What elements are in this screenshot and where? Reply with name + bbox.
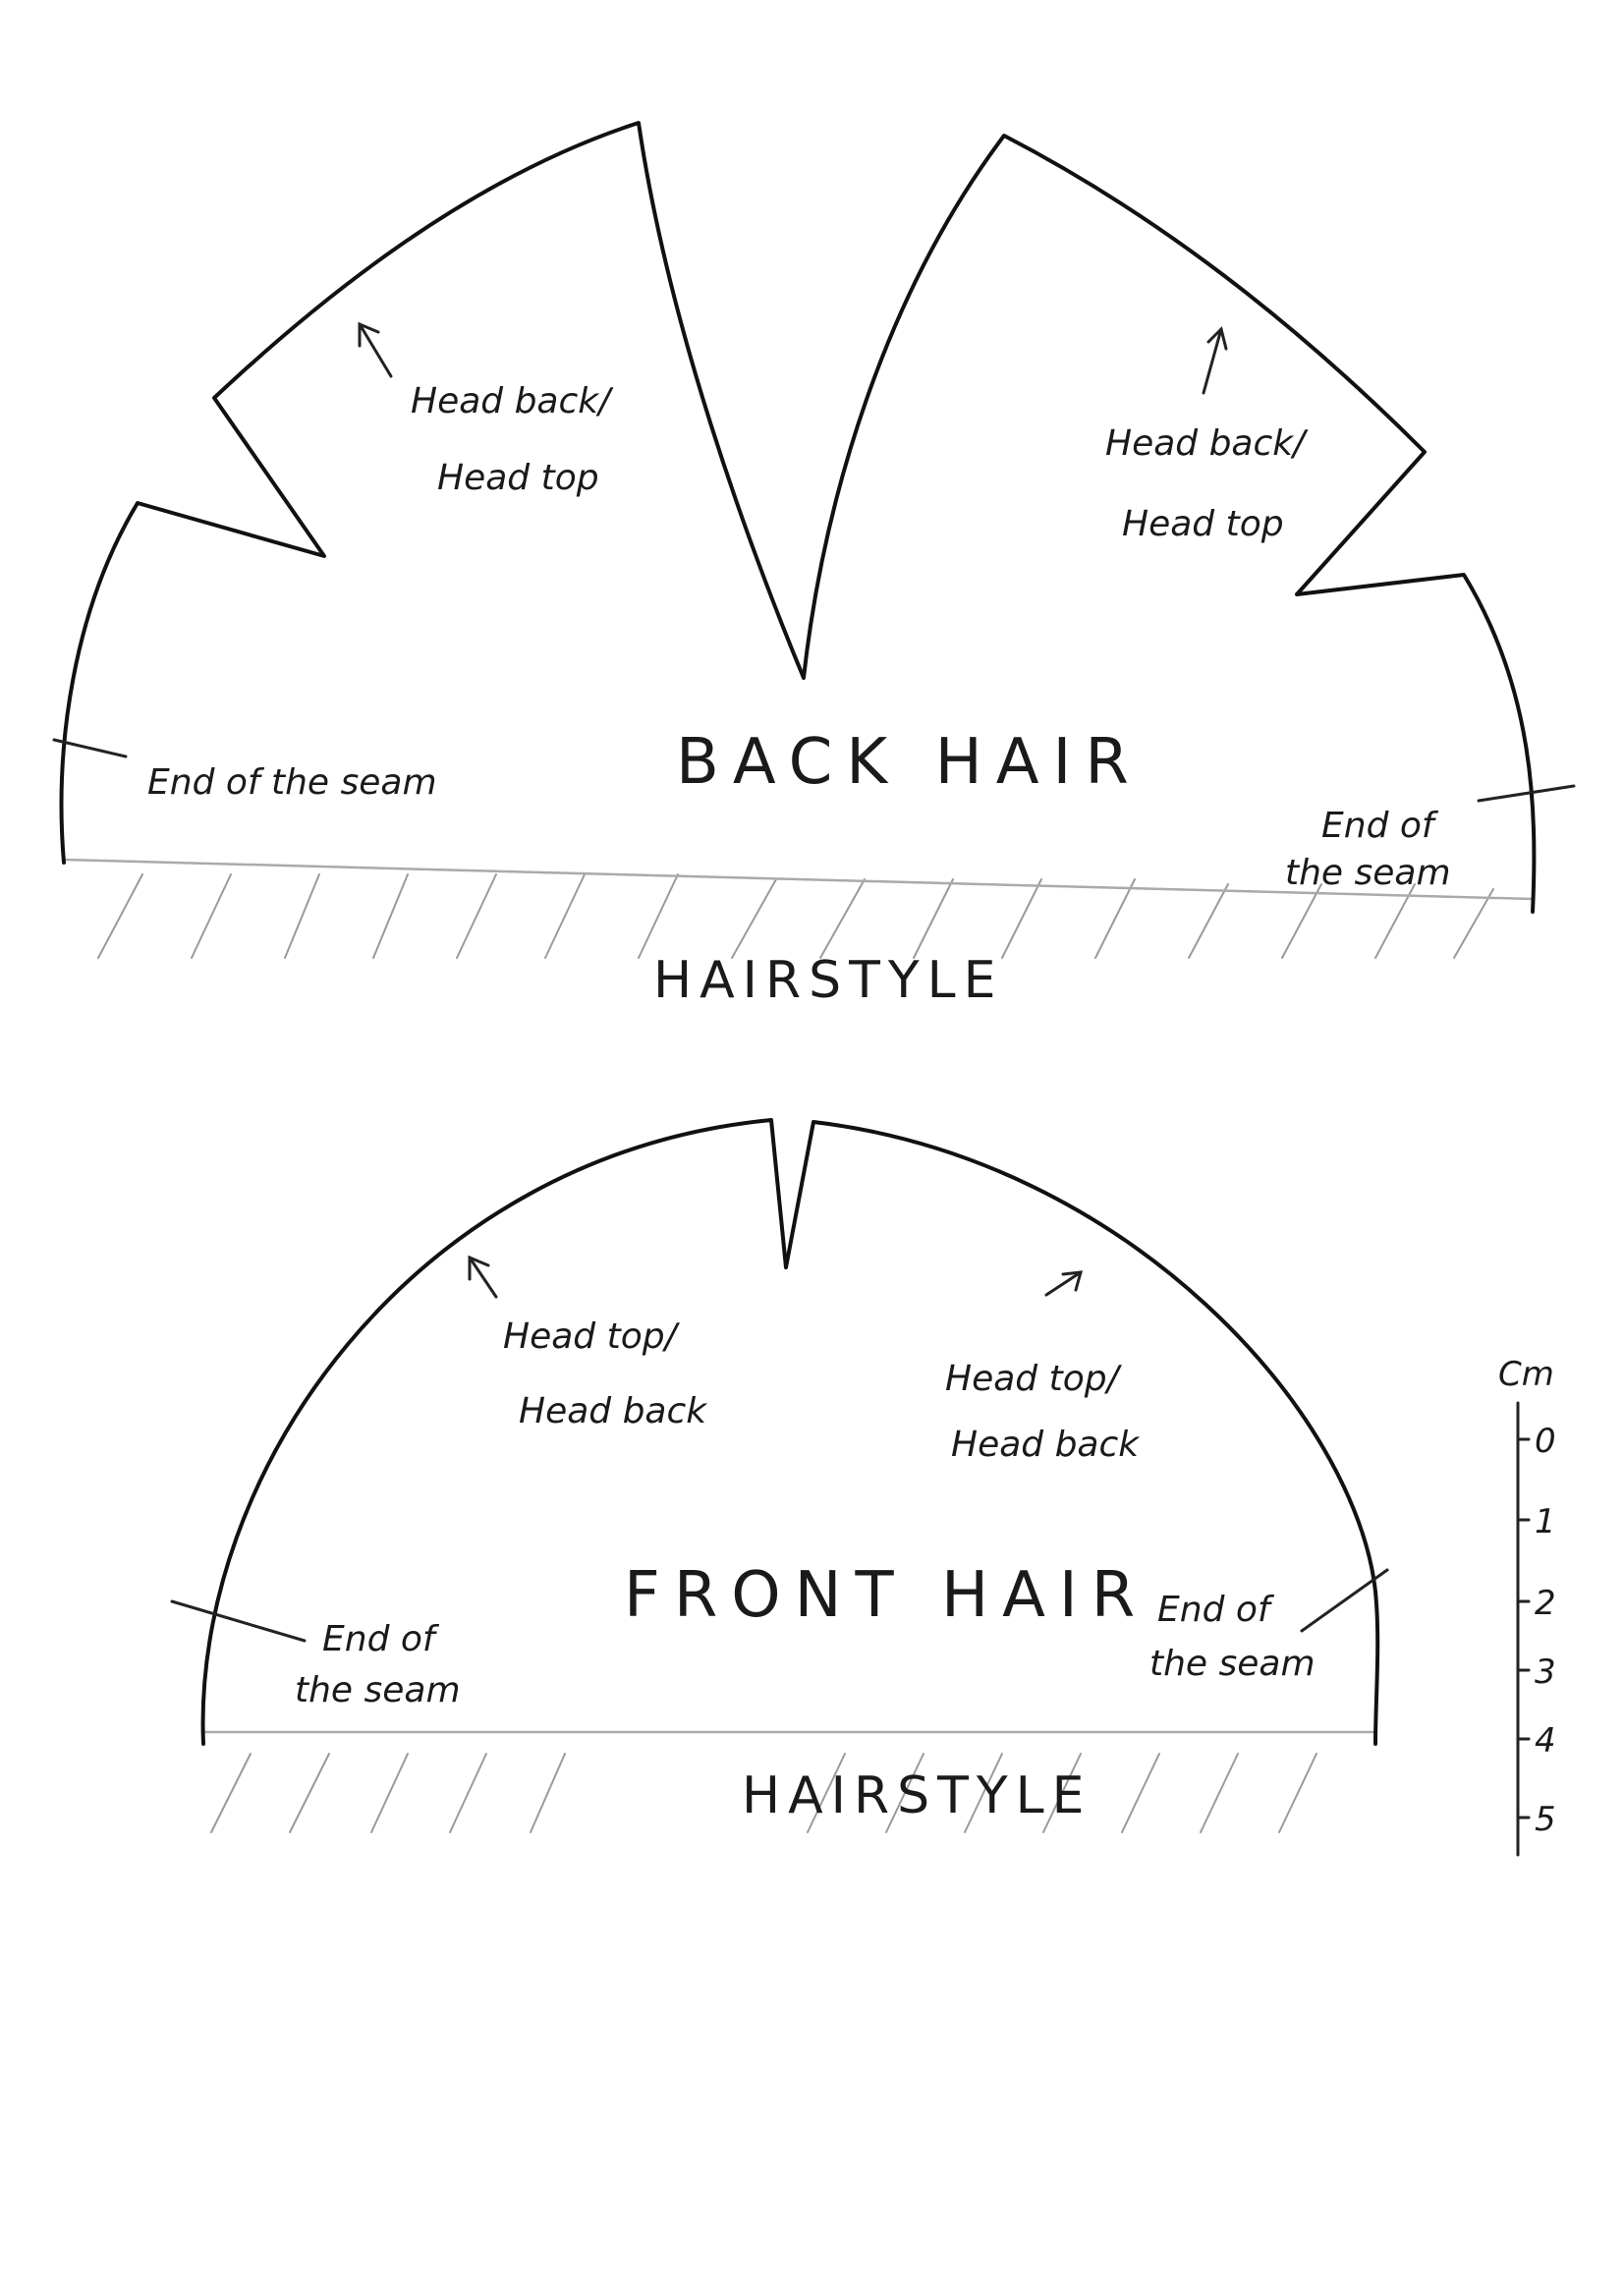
scale-unit: Cm bbox=[1498, 1355, 1554, 1394]
front-right-note-line1: Head top/ bbox=[945, 1359, 1123, 1399]
back-left-arrow-icon bbox=[358, 321, 393, 378]
front-left-arrow-icon bbox=[468, 1255, 498, 1299]
scale-tick-2: 2 bbox=[1535, 1584, 1556, 1623]
back-hairstyle-label: HAIRSTYLE bbox=[653, 951, 1004, 1010]
back-hair-outline bbox=[59, 121, 1537, 914]
front-left-note-line2: Head back bbox=[519, 1391, 708, 1431]
back-left-seam-label: End of the seam bbox=[147, 762, 437, 803]
front-hair-piece: Head top/ Head back Head top/ Head back … bbox=[170, 1118, 1389, 1833]
front-left-seam-line2: the seam bbox=[295, 1670, 461, 1710]
front-right-seam-line2: the seam bbox=[1149, 1644, 1316, 1684]
back-hair-hatching bbox=[97, 873, 1494, 959]
front-right-seam-line1: End of bbox=[1157, 1590, 1275, 1630]
back-right-note-line2: Head top bbox=[1122, 504, 1284, 544]
back-hair-piece: Head back/ Head top Head back/ Head top … bbox=[52, 121, 1576, 1010]
scale-ticks bbox=[1516, 1437, 1531, 1820]
scale-tick-0: 0 bbox=[1535, 1422, 1556, 1461]
back-left-note-line2: Head top bbox=[437, 458, 599, 498]
back-hair-title: BACK HAIR bbox=[676, 726, 1143, 799]
front-right-arrow-icon bbox=[1044, 1270, 1084, 1297]
cm-scale: Cm 0 1 2 3 4 5 bbox=[1498, 1355, 1556, 1857]
back-right-arrow-icon bbox=[1202, 326, 1228, 395]
back-right-note-line1: Head back/ bbox=[1105, 423, 1309, 464]
front-hairstyle-label: HAIRSTYLE bbox=[742, 1766, 1092, 1825]
front-hair-outline bbox=[200, 1118, 1380, 1746]
scale-tick-4: 4 bbox=[1535, 1721, 1556, 1761]
front-right-note-line2: Head back bbox=[951, 1425, 1141, 1465]
back-left-note-line1: Head back/ bbox=[411, 381, 614, 421]
scale-tick-1: 1 bbox=[1535, 1502, 1556, 1541]
scale-tick-3: 3 bbox=[1535, 1652, 1556, 1692]
front-right-seam-tick bbox=[1300, 1568, 1389, 1633]
back-left-seam-tick bbox=[52, 738, 128, 758]
back-right-seam-tick bbox=[1477, 784, 1576, 803]
front-left-seam-tick bbox=[170, 1599, 307, 1643]
back-hair-baseline bbox=[63, 858, 1534, 901]
front-hair-title: FRONT HAIR bbox=[624, 1559, 1148, 1632]
front-left-note-line1: Head top/ bbox=[503, 1316, 681, 1357]
front-hair-hatching bbox=[210, 1753, 1317, 1833]
back-right-seam-line1: End of bbox=[1321, 806, 1439, 846]
back-right-seam-line2: the seam bbox=[1285, 853, 1451, 893]
front-left-seam-line1: End of bbox=[322, 1619, 440, 1659]
scale-tick-5: 5 bbox=[1535, 1800, 1556, 1839]
